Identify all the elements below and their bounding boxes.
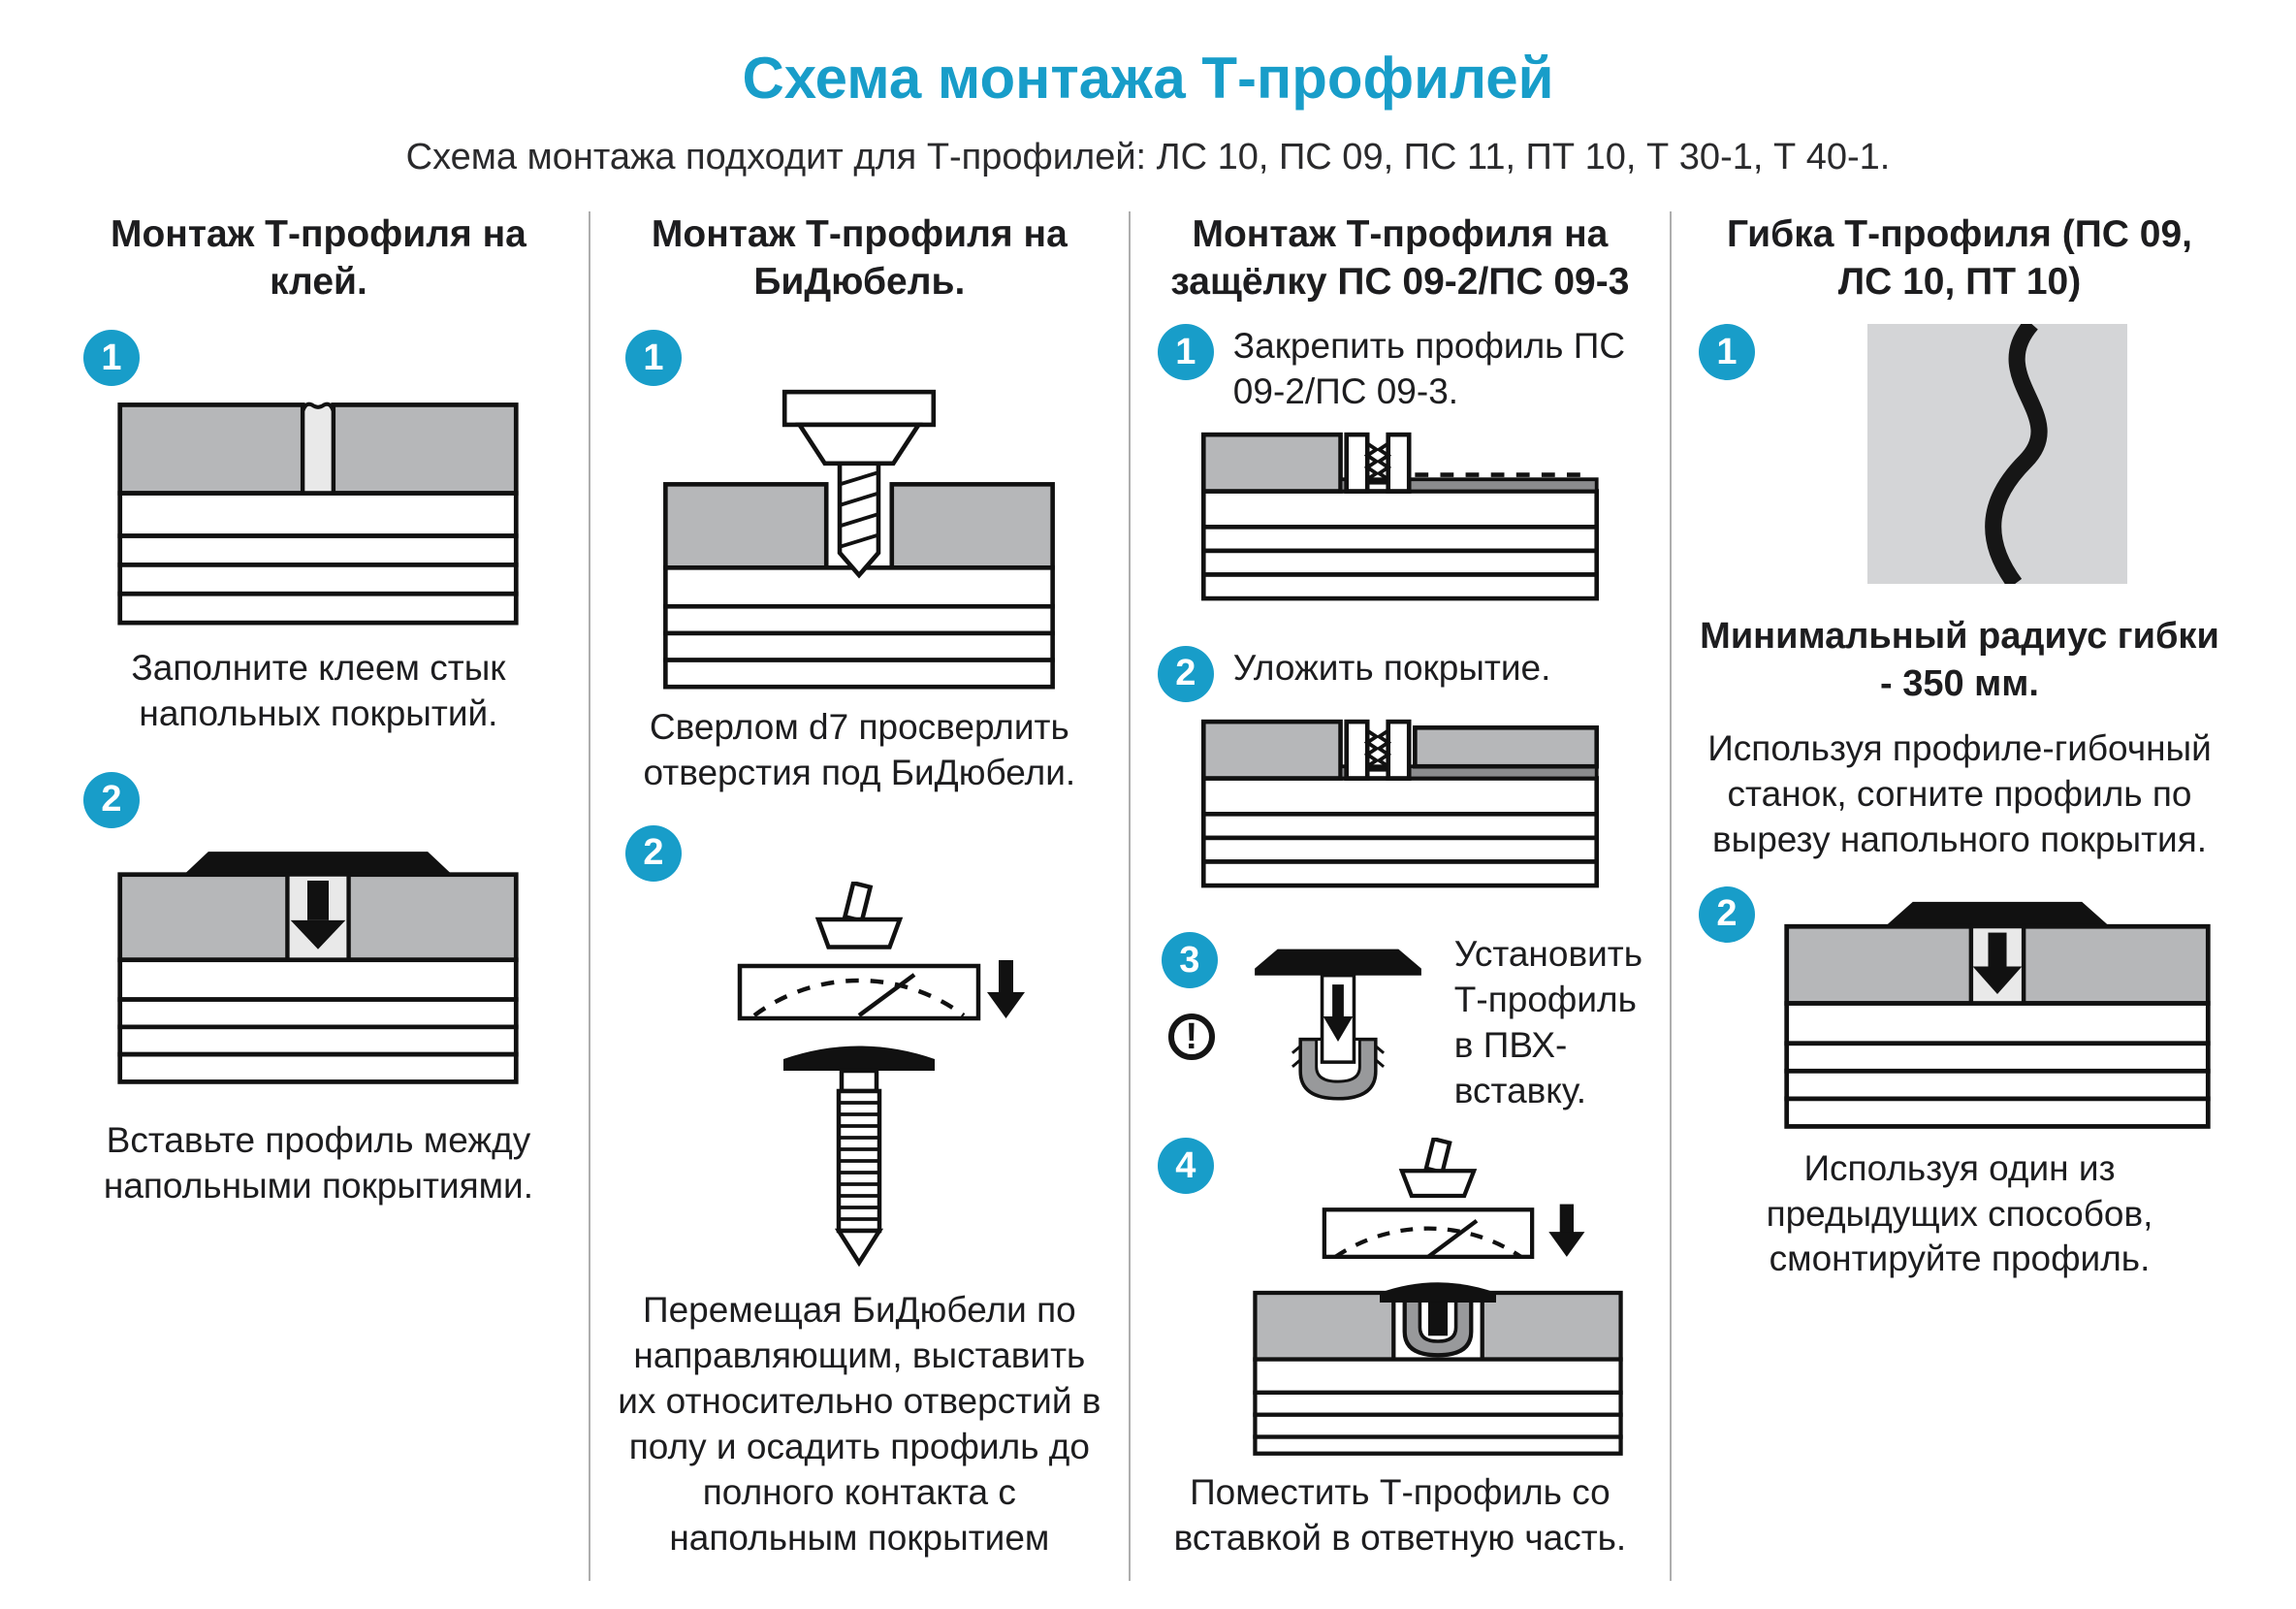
step-clip-3: 3 ! Установить Т-профиль в ПВХ-вставку. (1158, 932, 1642, 1114)
drill-icon (782, 389, 937, 579)
step-bidowel-2: 2 (618, 824, 1101, 1561)
down-arrow-icon (987, 959, 1026, 1018)
step-number-badge: 1 (83, 330, 140, 386)
step-number-badge: 1 (624, 330, 682, 386)
t-profile-cap (1254, 949, 1421, 976)
page-subtitle: Схема монтажа подходит для Т-профилей: Л… (405, 137, 1891, 177)
t-profile-cap (783, 1046, 936, 1071)
bent-profile-curve (1985, 324, 2048, 584)
covering-laid-illustration (1200, 719, 1599, 887)
step-caption: Заполните клеем стык напольных покрытий. (131, 647, 506, 733)
hammer-icon (1398, 1138, 1478, 1199)
step-clip-2: 2 Уложить покрытие. (1157, 645, 1642, 702)
min-radius-note: Минимальный радиус гибки - 350 мм. (1700, 616, 2219, 705)
t-profile-cap (184, 851, 453, 875)
t-profile-cap (1379, 1282, 1496, 1303)
t-profile-stem (1427, 1303, 1448, 1336)
step-caption: Сверлом d7 просверлить отверстия под БиД… (643, 706, 1076, 792)
step-caption: Поместить Т-профиль со вставкой в ответн… (1173, 1472, 1627, 1559)
hammer-dowel-illustration (738, 881, 1026, 1267)
step-caption: Закрепить профиль ПС 09-2/ПС 09-3. (1232, 326, 1626, 411)
column-bidowel-method: Монтаж Т-профиля на БиДюбель. 1 (588, 211, 1129, 1582)
down-arrow-icon (291, 880, 346, 949)
step-clip-4: 4 (1157, 1138, 1642, 1457)
column-bending: Гибка Т-профиля (ПС 09, ЛС 10, ПТ 10) 1 … (1670, 211, 2248, 1582)
column-heading-clip: Монтаж Т-профиля на защёлку ПС 09-2/ПС 0… (1170, 213, 1630, 303)
step-bend-1: 1 (1699, 324, 2220, 584)
level-gauge-icon (1322, 1207, 1535, 1260)
step-number-badge: 2 (624, 824, 682, 882)
level-gauge-icon (738, 963, 981, 1021)
pvc-insert-illustration (1254, 949, 1421, 1101)
column-heading-glue: Монтаж Т-профиля на клей. (111, 213, 526, 303)
step-caption: Используя один из предыдущих способов, с… (1766, 1147, 2153, 1279)
warning-icon: ! (1167, 1014, 1215, 1061)
step-number-badge: 3 (1161, 932, 1218, 989)
step-number-badge: 2 (83, 771, 140, 828)
step-bend-2: 2 (1699, 885, 2220, 1133)
step-number-badge: 1 (1157, 324, 1214, 380)
column-heading-bending: Гибка Т-профиля (ПС 09, ЛС 10, ПТ 10) (1727, 213, 2192, 303)
step-caption: Установить Т-профиль в ПВХ-вставку. (1453, 934, 1642, 1111)
step-caption: Вставьте профиль между напольными покрыт… (103, 1119, 533, 1206)
step-glue-2: 2 Вставьте профиль между напольными по (76, 771, 561, 1209)
bent-profile-illustration (1867, 324, 2127, 584)
bidowel-icon (835, 1088, 884, 1267)
mount-profile-illustration (1784, 901, 2211, 1129)
profile-insert-illustration (117, 851, 520, 1084)
clip-channel (1344, 432, 1412, 494)
page-title: Схема монтажа Т-профилей (742, 46, 1554, 111)
step-number-badge: 2 (1699, 885, 1755, 943)
down-arrow-icon (1323, 984, 1354, 1043)
hammer-seat-illustration (1253, 1138, 1623, 1457)
hammer-icon (815, 881, 904, 949)
down-arrow-icon (1548, 1205, 1585, 1258)
glue-fill (301, 402, 336, 496)
down-arrow-icon (1972, 932, 2023, 994)
step-caption: Перемещая БиДюбели по направляющим, выст… (618, 1289, 1101, 1558)
t-profile-cap (1885, 901, 2110, 926)
column-heading-bidowel: Монтаж Т-профиля на БиДюбель. (651, 213, 1068, 303)
step-caption: Используя профиле-гибочный станок, согни… (1707, 727, 2212, 859)
step-number-badge: 1 (1699, 324, 1755, 380)
column-glue-method: Монтаж Т-профиля на клей. 1 Заполните кл… (48, 211, 589, 1581)
step-glue-1: 1 Заполните клеем стык напольных покрыти… (76, 330, 561, 737)
step-caption: Уложить покрытие. (1232, 647, 1551, 688)
step-clip-1: 1 Закрепить профиль ПС 09-2/ПС 09-3. (1157, 324, 1642, 415)
clip-channel (1344, 719, 1412, 781)
columns-container: Монтаж Т-профиля на клей. 1 Заполните кл… (0, 211, 2296, 1582)
clip-base-illustration (1200, 432, 1599, 601)
step-number-badge: 4 (1157, 1138, 1214, 1195)
drill-illustration (663, 389, 1056, 690)
step-bidowel-1: 1 Сверлом d7 просверлить отверстия (618, 330, 1101, 796)
glue-joint-illustration (117, 402, 520, 626)
right-covering (1412, 724, 1599, 769)
step-number-badge: 2 (1157, 645, 1214, 702)
column-clip-method: Монтаж Т-профиля на защёлку ПС 09-2/ПС 0… (1128, 211, 1670, 1582)
